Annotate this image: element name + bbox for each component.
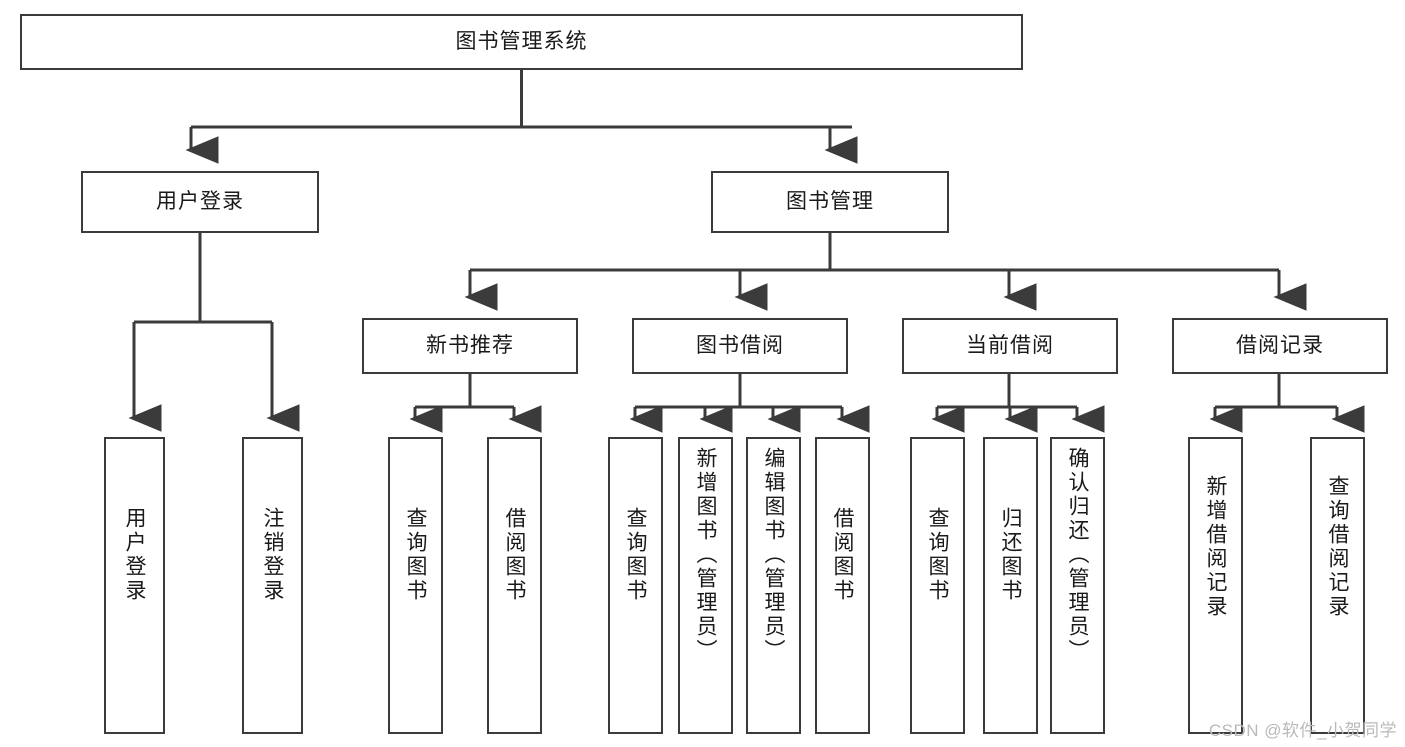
leaf-query-book-borrow[interactable]: 查询图书 bbox=[608, 437, 663, 734]
node-book-borrow-label: 图书借阅 bbox=[696, 334, 784, 358]
leaf-add-book-admin-label: 新增图书（管理员） bbox=[694, 447, 717, 663]
leaf-add-borrow-record[interactable]: 新增借阅记录 bbox=[1188, 437, 1243, 734]
node-new-book-recommend-label: 新书推荐 bbox=[426, 334, 514, 358]
leaf-confirm-return-admin-label: 确认归还（管理员） bbox=[1066, 447, 1089, 663]
node-book-management-label: 图书管理 bbox=[786, 190, 874, 214]
leaf-query-book-recommend-label: 查询图书 bbox=[404, 507, 427, 603]
leaf-query-book-current-label: 查询图书 bbox=[926, 507, 949, 603]
node-book-borrow[interactable]: 图书借阅 bbox=[632, 318, 848, 374]
node-current-borrow-label: 当前借阅 bbox=[966, 334, 1054, 358]
leaf-borrow-book-recommend-label: 借阅图书 bbox=[503, 507, 526, 603]
node-root[interactable]: 图书管理系统 bbox=[20, 14, 1023, 70]
leaf-edit-book-admin-label: 编辑图书（管理员） bbox=[762, 447, 785, 663]
node-user-login-label: 用户登录 bbox=[156, 190, 244, 214]
node-borrow-records-label: 借阅记录 bbox=[1236, 334, 1324, 358]
watermark: CSDN @软件_小贺同学 bbox=[1208, 721, 1397, 740]
leaf-user-login[interactable]: 用户登录 bbox=[104, 437, 165, 734]
leaf-query-borrow-record-label: 查询借阅记录 bbox=[1326, 475, 1349, 619]
leaf-add-borrow-record-label: 新增借阅记录 bbox=[1204, 475, 1227, 619]
leaf-confirm-return-admin[interactable]: 确认归还（管理员） bbox=[1050, 437, 1105, 734]
leaf-query-book-current[interactable]: 查询图书 bbox=[910, 437, 965, 734]
leaf-borrow-book-recommend[interactable]: 借阅图书 bbox=[487, 437, 542, 734]
node-root-label: 图书管理系统 bbox=[455, 30, 588, 54]
node-user-login[interactable]: 用户登录 bbox=[81, 171, 319, 233]
leaf-query-borrow-record[interactable]: 查询借阅记录 bbox=[1310, 437, 1365, 734]
leaf-return-book-label: 归还图书 bbox=[999, 507, 1022, 603]
node-book-management[interactable]: 图书管理 bbox=[711, 171, 949, 233]
leaf-borrow-book[interactable]: 借阅图书 bbox=[815, 437, 870, 734]
leaf-query-book-recommend[interactable]: 查询图书 bbox=[388, 437, 443, 734]
node-borrow-records[interactable]: 借阅记录 bbox=[1172, 318, 1388, 374]
leaf-logout[interactable]: 注销登录 bbox=[242, 437, 303, 734]
node-new-book-recommend[interactable]: 新书推荐 bbox=[362, 318, 578, 374]
leaf-borrow-book-label: 借阅图书 bbox=[831, 507, 854, 603]
node-current-borrow[interactable]: 当前借阅 bbox=[902, 318, 1118, 374]
leaf-logout-label: 注销登录 bbox=[261, 507, 284, 603]
leaf-user-login-label: 用户登录 bbox=[123, 507, 146, 603]
leaf-add-book-admin[interactable]: 新增图书（管理员） bbox=[678, 437, 733, 734]
leaf-edit-book-admin[interactable]: 编辑图书（管理员） bbox=[746, 437, 801, 734]
leaf-query-book-borrow-label: 查询图书 bbox=[624, 507, 647, 603]
leaf-return-book[interactable]: 归还图书 bbox=[983, 437, 1038, 734]
